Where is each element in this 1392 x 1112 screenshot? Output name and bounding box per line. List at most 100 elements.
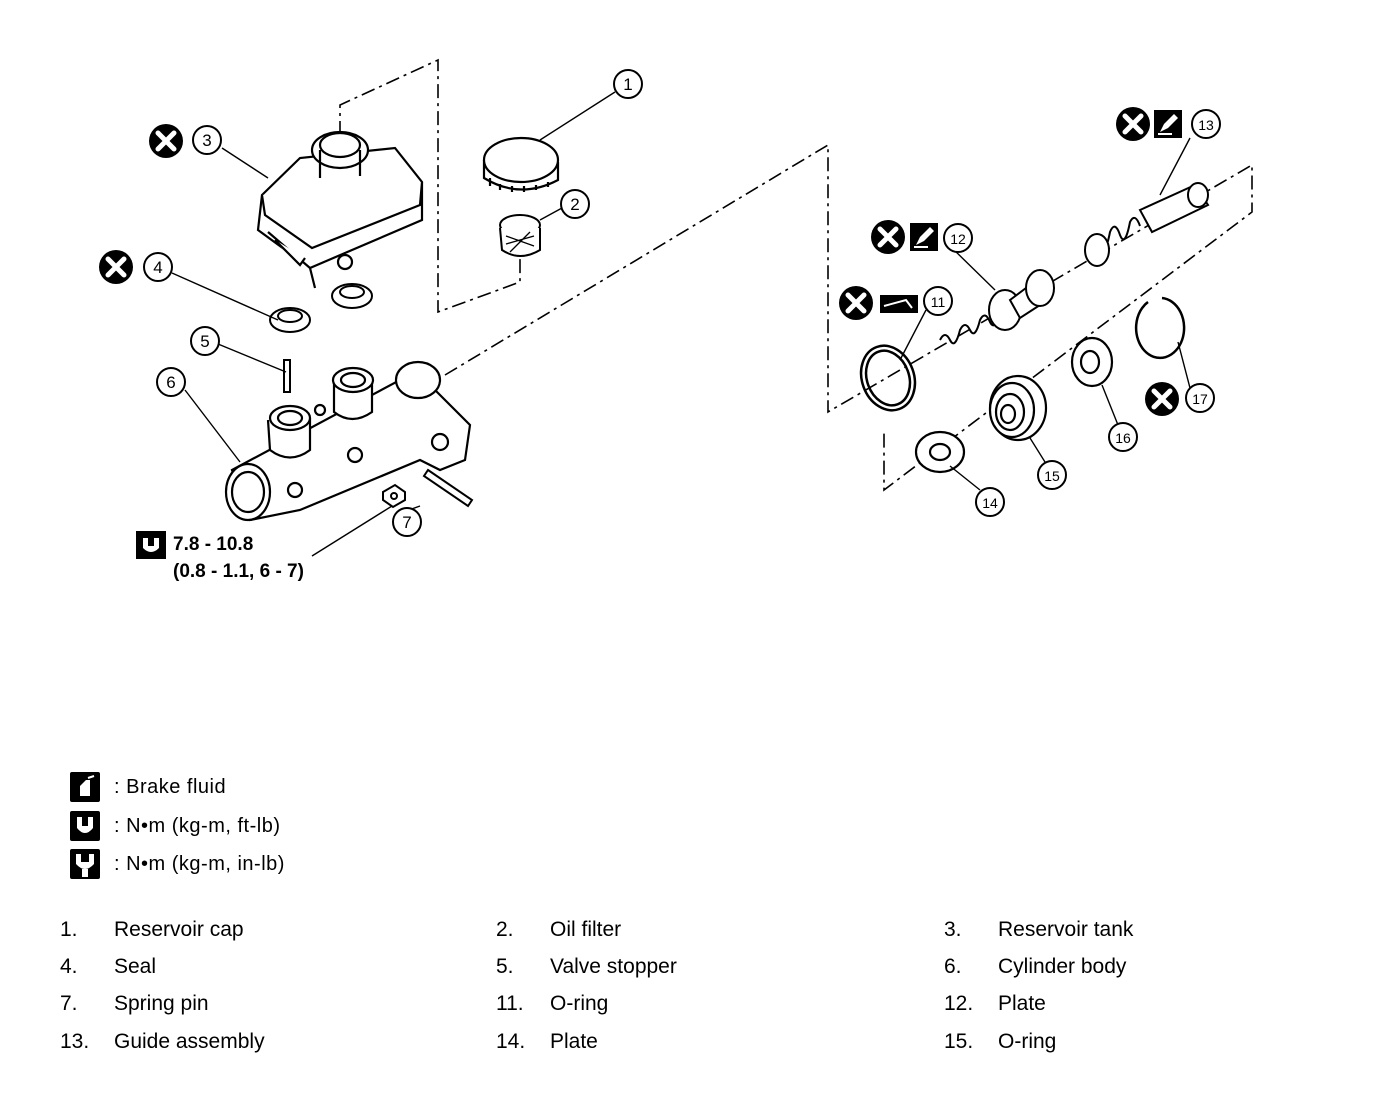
o-ring-15: [988, 374, 1048, 442]
part-name: Valve stopper: [550, 955, 677, 978]
callout-11: 11: [923, 286, 953, 316]
part-name: O-ring: [998, 1030, 1057, 1053]
reservoir-tank: [256, 130, 424, 289]
callout-6: 6: [156, 367, 186, 397]
callout-4: 4: [143, 252, 173, 282]
part-number: 1.: [60, 918, 78, 941]
torque-spec-line1: 7.8 - 10.8: [173, 534, 254, 555]
part-name: Reservoir cap: [114, 918, 244, 941]
svg-text:6: 6: [166, 373, 175, 392]
plate-14: [914, 430, 966, 474]
valve-stopper: [283, 359, 291, 393]
part-name: Cylinder body: [998, 955, 1127, 978]
part-number: 4.: [60, 955, 78, 978]
svg-text:13: 13: [1198, 117, 1214, 133]
grease-icon: [1153, 109, 1183, 139]
part-number: 7.: [60, 992, 78, 1015]
callout-5: 5: [190, 326, 220, 356]
part-name: Plate: [998, 992, 1046, 1015]
legend-brake-fluid: : Brake fluid: [70, 770, 226, 804]
svg-text:12: 12: [950, 231, 966, 247]
part-name: O-ring: [550, 992, 609, 1015]
guide-assembly: [1084, 182, 1210, 267]
torque-wrench-small-icon: [70, 849, 100, 879]
list-item: 1. Reservoir cap: [60, 918, 244, 942]
list-item: 14. Plate: [496, 1030, 598, 1054]
svg-text:14: 14: [982, 495, 998, 511]
callout-1: 1: [613, 69, 643, 99]
list-item: 4. Seal: [60, 955, 156, 979]
part-number: 6.: [944, 955, 962, 978]
callout-12: 12: [943, 223, 973, 253]
callout-13: 13: [1191, 109, 1221, 139]
part-number: 14.: [496, 1030, 526, 1053]
list-item: 12. Plate: [944, 992, 1046, 1016]
list-item: 13. Guide assembly: [60, 1030, 265, 1054]
o-ring-11: [859, 344, 917, 412]
legend-brake-fluid-text: : Brake fluid: [114, 775, 227, 798]
replace-part-icon: [871, 220, 905, 254]
part-name: Spring pin: [114, 992, 209, 1015]
plate-12: [939, 269, 1055, 345]
replace-part-icon: [99, 250, 133, 284]
part-name: Seal: [114, 955, 157, 978]
part-name: Guide assembly: [114, 1030, 265, 1053]
replace-part-icon: [1116, 107, 1150, 141]
legend-torque-ft-lb-text: : N•m (kg-m, ft-lb): [114, 814, 281, 837]
reservoir-cap: [482, 136, 560, 192]
svg-text:7: 7: [402, 513, 411, 532]
callout-16: 16: [1108, 422, 1138, 452]
spring-pin: [382, 468, 474, 509]
list-item: 7. Spring pin: [60, 992, 209, 1016]
part-name: Oil filter: [550, 918, 622, 941]
torque-spec-line2: (0.8 - 1.1, 6 - 7): [173, 561, 304, 582]
svg-text:17: 17: [1192, 391, 1208, 407]
list-item: 11. O-ring: [496, 992, 608, 1016]
part-number: 13.: [60, 1030, 90, 1053]
callout-14: 14: [975, 487, 1005, 517]
part-number: 12.: [944, 992, 974, 1015]
legend-torque-ft-lb: : N•m (kg-m, ft-lb): [70, 809, 281, 843]
brake-fluid-icon: [70, 772, 100, 802]
list-item: 2. Oil filter: [496, 918, 621, 942]
callout-17: 17: [1185, 383, 1215, 413]
list-item: 3. Reservoir tank: [944, 918, 1133, 942]
part-number: 2.: [496, 918, 514, 941]
svg-text:3: 3: [202, 131, 211, 150]
part-number: 5.: [496, 955, 514, 978]
part-name: Reservoir tank: [998, 918, 1134, 941]
svg-text:11: 11: [931, 294, 946, 310]
seal-right: [331, 283, 373, 309]
list-item: 5. Valve stopper: [496, 955, 677, 979]
snap-ring-17: [1134, 296, 1186, 360]
part-name: Plate: [550, 1030, 598, 1053]
svg-text:4: 4: [153, 258, 162, 277]
washer-16: [1070, 336, 1114, 388]
oil-filter: [499, 214, 541, 257]
svg-text:5: 5: [200, 332, 209, 351]
replace-part-icon: [1145, 382, 1179, 416]
svg-text:16: 16: [1115, 430, 1131, 446]
list-item: 15. O-ring: [944, 1030, 1056, 1054]
torque-wrench-icon: [136, 531, 166, 559]
legend-torque-in-lb-text: : N•m (kg-m, in-lb): [114, 852, 285, 875]
part-number: 11.: [496, 992, 524, 1015]
svg-text:1: 1: [623, 75, 632, 94]
replace-part-icon: [149, 124, 183, 158]
legend-torque-in-lb: : N•m (kg-m, in-lb): [70, 847, 285, 881]
replace-part-icon: [839, 286, 873, 320]
callout-3: 3: [192, 125, 222, 155]
callout-15: 15: [1037, 460, 1067, 490]
svg-text:15: 15: [1044, 468, 1060, 484]
callout-2: 2: [560, 189, 590, 219]
torque-wrench-icon: [70, 811, 100, 841]
list-item: 6. Cylinder body: [944, 955, 1126, 979]
part-number: 15.: [944, 1030, 974, 1053]
callout-7: 7: [392, 507, 422, 537]
part-number: 3.: [944, 918, 962, 941]
callouts: 1 2 3 4 5 6 7 11 12 13 14 15 16 17: [143, 69, 1221, 537]
exploded-diagram: 1 2 3 4 5 6 7 11 12 13 14 15 16 17: [0, 58, 1253, 559]
svg-text:2: 2: [570, 195, 579, 214]
cylinder-body: [224, 360, 472, 522]
grease-icon: [909, 222, 939, 252]
